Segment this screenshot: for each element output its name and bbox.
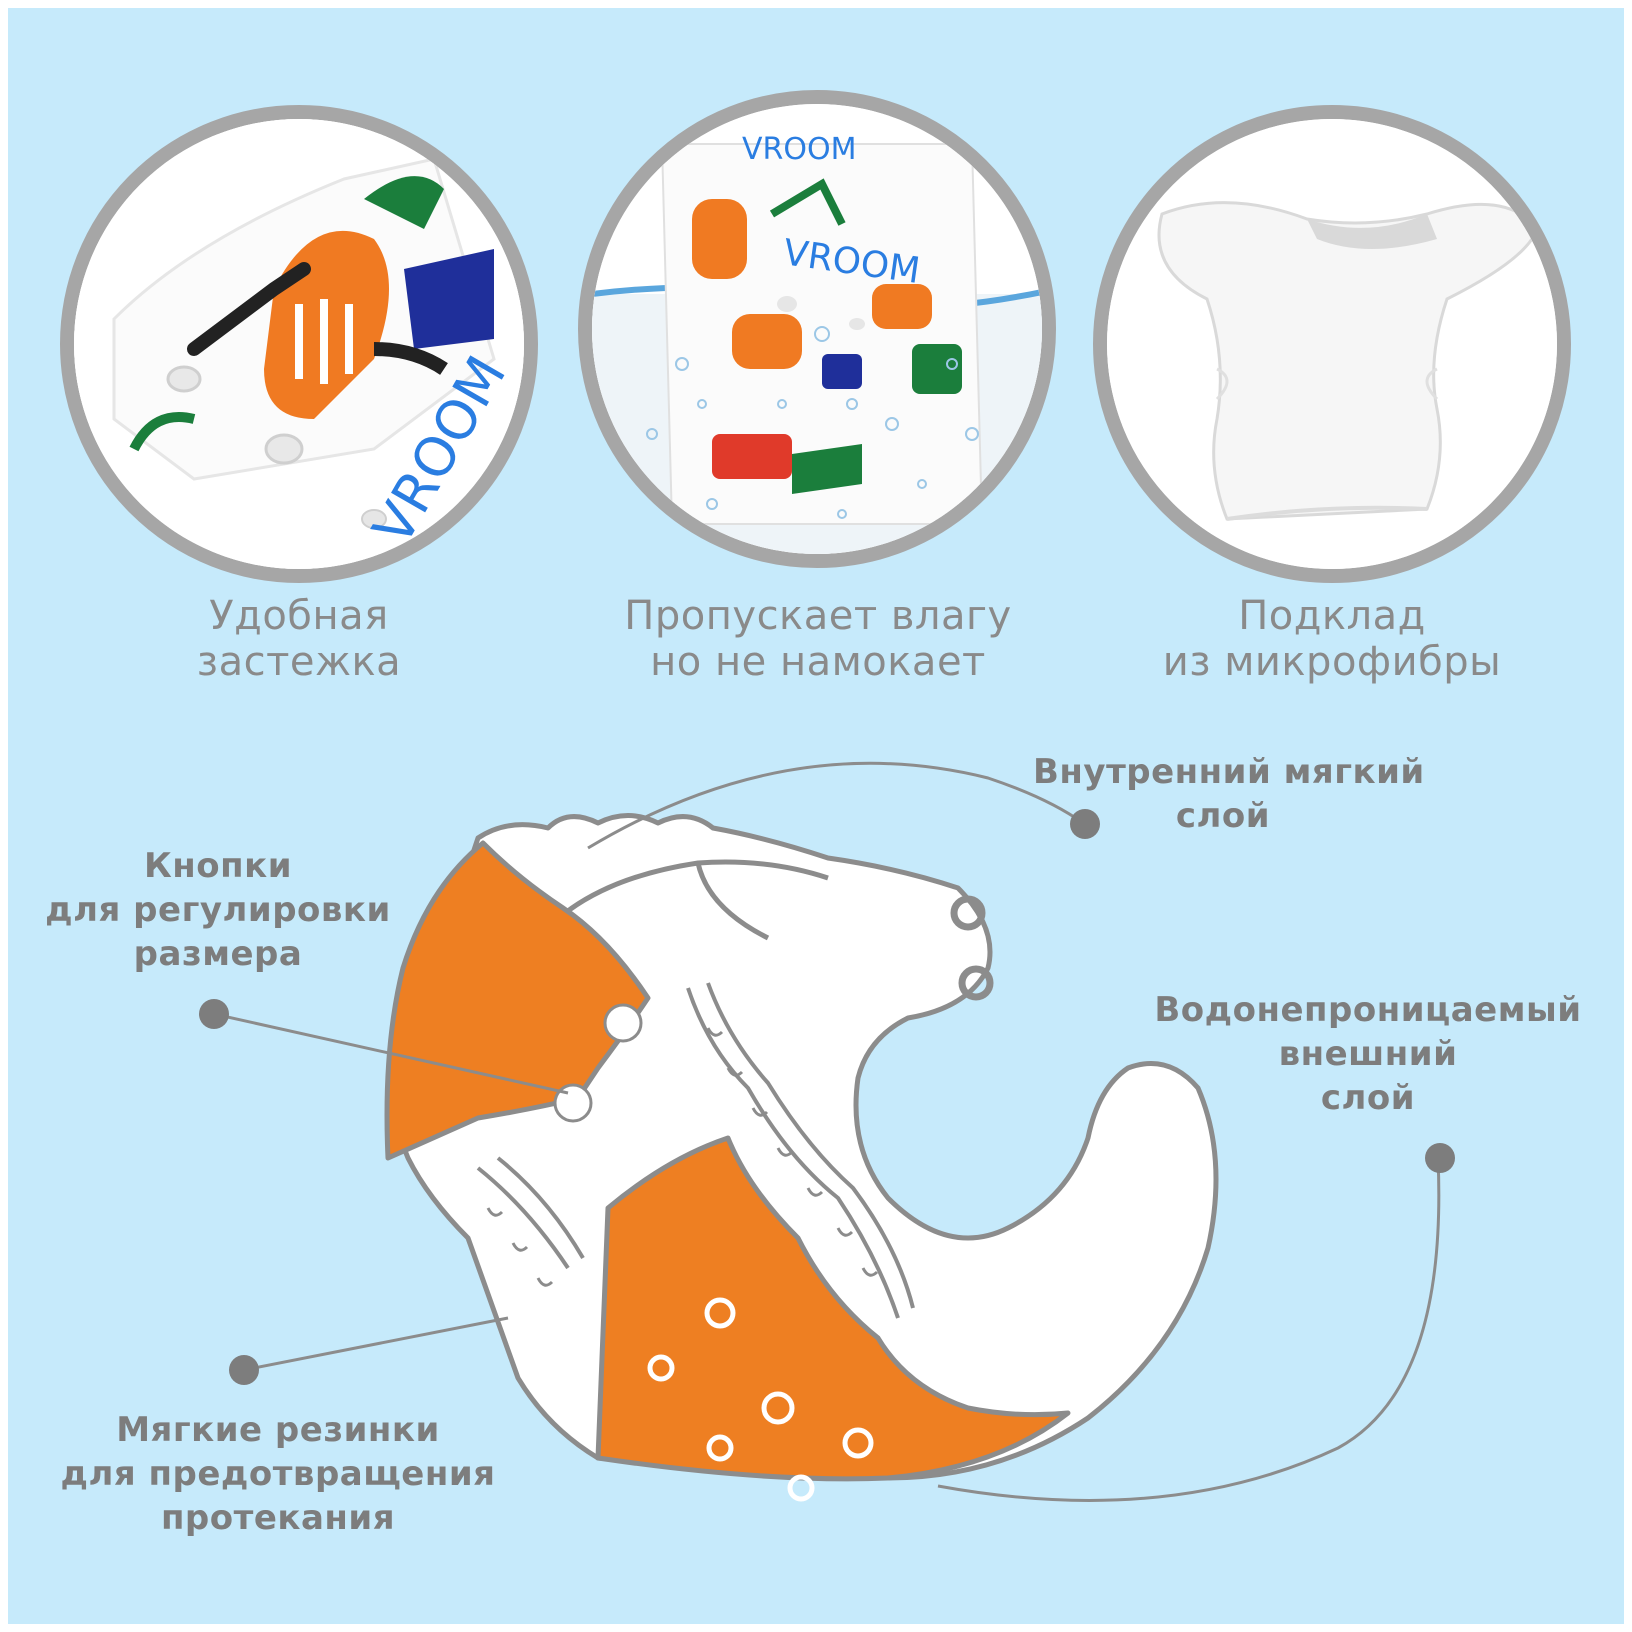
callout-line: размера <box>133 934 303 974</box>
callout-dot <box>1425 1143 1455 1173</box>
feature-caption-line: Пропускает влагу <box>624 593 1012 639</box>
insert-photo <box>1107 119 1557 569</box>
diaper-diagram <box>199 761 1455 1502</box>
callout-line: для регулировки <box>45 890 391 930</box>
feature-caption-line: но не намокает <box>650 639 986 685</box>
snap-button-icon <box>603 1003 643 1043</box>
callout-line: слой <box>1320 1078 1416 1118</box>
water-photo: VROOM VROOM <box>592 104 1042 554</box>
snap-button-icon <box>553 1083 593 1123</box>
feature-caption-line: застежка <box>196 639 402 685</box>
feature-caption-water: Пропускает влагу но не намокает <box>598 593 1038 685</box>
callout-snaps: Кнопки для регулировки размера <box>28 844 408 976</box>
callout-line: для предотвращения <box>60 1454 496 1494</box>
diaper-front-flap <box>595 1135 1071 1482</box>
callout-line: протекания <box>160 1498 396 1538</box>
callout-dot <box>199 999 229 1029</box>
feature-caption-line: из микрофибры <box>1162 639 1502 685</box>
snap-button-icon <box>950 895 986 931</box>
callout-elastics: Мягкие резинки для предотвращения протек… <box>58 1408 498 1540</box>
callout-outer-layer: Водонепроницаемый внешний слой <box>1148 988 1588 1120</box>
callout-line: Кнопки <box>143 846 293 886</box>
insert-photo-circle <box>1093 105 1571 583</box>
callout-inner-layer: Внутренний мягкий слой <box>1033 750 1425 838</box>
feature-caption-closure: Удобная застежка <box>99 593 499 685</box>
water-photo-circle: VROOM VROOM <box>578 90 1056 568</box>
closure-photo-circle: VROOM <box>60 105 538 583</box>
feature-caption-microfiber: Подклад из микрофибры <box>1132 593 1532 685</box>
feature-caption-line: Удобная <box>209 593 389 639</box>
closure-photo: VROOM <box>74 119 524 569</box>
svg-text:VROOM: VROOM <box>742 132 856 167</box>
callout-line: Мягкие резинки <box>116 1410 440 1450</box>
callout-dot <box>1070 809 1100 839</box>
snap-button-icon <box>958 965 994 1001</box>
callout-line: Водонепроницаемый <box>1154 990 1582 1030</box>
callout-line: Внутренний мягкий <box>1033 752 1425 792</box>
callout-dot <box>229 1355 259 1385</box>
infographic-canvas: VROOM VROOM VROOM <box>8 8 1624 1624</box>
callout-line: слой <box>1175 796 1271 836</box>
callout-line: внешний <box>1278 1034 1458 1074</box>
feature-caption-line: Подклад <box>1238 593 1426 639</box>
